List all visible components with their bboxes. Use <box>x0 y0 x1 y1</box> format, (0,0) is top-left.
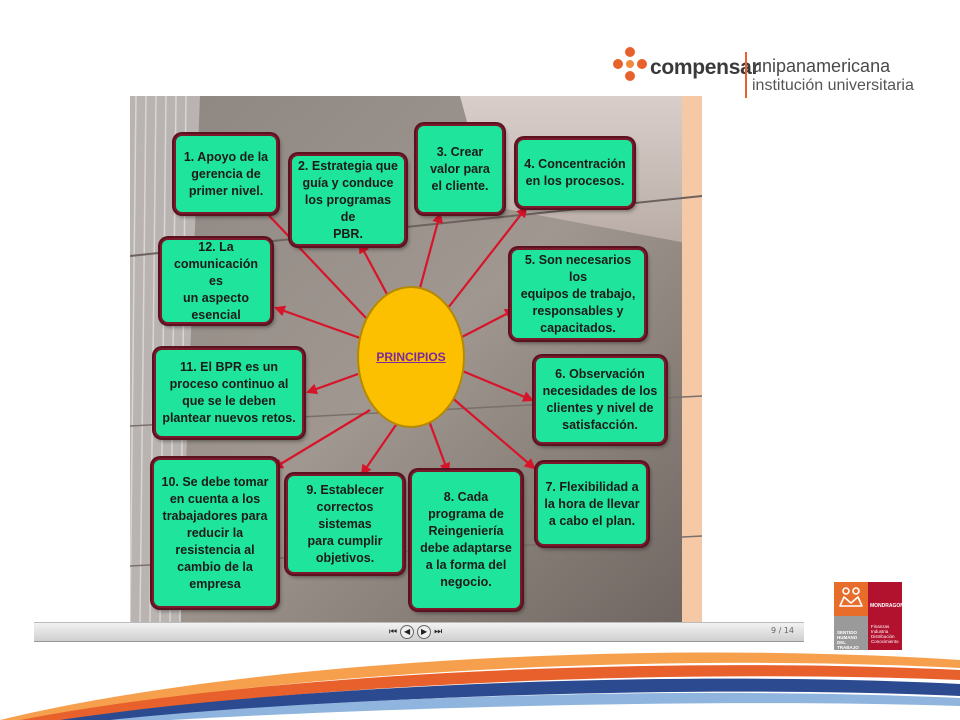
arrow-8 <box>426 417 451 475</box>
arrow-3 <box>418 211 444 289</box>
node-9: 9. Establecer correctos sistemas para cu… <box>286 474 404 574</box>
footer-swoosh <box>0 652 960 720</box>
mondragon-motto-block: SENTIDO HUMANO DEL TRABAJO <box>834 616 868 650</box>
node-2: 2. Estrategia que guía y conduce los pro… <box>290 154 406 246</box>
embedded-slide: PRINCIPIOS 1. Apoyo de la gerencia de pr… <box>130 96 702 622</box>
arrow-6 <box>459 368 535 402</box>
mondragon-emblem <box>834 582 868 616</box>
compensar-dots-icon <box>613 47 647 81</box>
logo-divider <box>745 52 747 98</box>
connector-arrows <box>258 204 536 476</box>
arrow-5 <box>459 308 516 339</box>
node-10: 10. Se debe tomar en cuenta a los trabaj… <box>152 458 278 608</box>
arrow-1 <box>258 204 367 319</box>
page-controls: ⏮ ◀ ▶ ⏭ <box>389 625 442 639</box>
institution-type: institución universitaria <box>752 77 914 94</box>
mondragon-logo: MONDRAGON SENTIDO HUMANO DEL TRABAJO Fin… <box>834 582 904 650</box>
mondragon-areas: Finanzas Industria Distribución Conocimi… <box>871 624 899 644</box>
node-1: 1. Apoyo de la gerencia de primer nivel. <box>174 134 278 214</box>
arrow-10 <box>272 409 371 470</box>
node-3: 3. Crear valor para el cliente. <box>416 124 504 214</box>
first-page-icon[interactable]: ⏮ <box>389 627 398 637</box>
center-label: PRINCIPIOS <box>376 350 446 364</box>
node-12: 12. La comunicación es un aspecto esenci… <box>160 238 272 324</box>
arrow-2 <box>358 242 389 297</box>
node-4: 4. Concentración en los procesos. <box>516 138 634 208</box>
last-page-icon[interactable]: ⏭ <box>434 627 443 637</box>
node-5: 5. Son necesarios los equipos de trabajo… <box>510 248 646 340</box>
mondragon-name-block: MONDRAGON <box>868 582 904 616</box>
node-11: 11. El BPR es un proceso continuo al que… <box>154 348 304 438</box>
viewer-toolbar: ⏮ ◀ ▶ ⏭ 9 / 14 <box>34 622 804 642</box>
node-8: 8. Cada programa de Reingeniería debe ad… <box>410 470 522 610</box>
arrow-7 <box>449 395 536 470</box>
center-node: PRINCIPIOS <box>357 286 465 428</box>
arrow-12 <box>273 305 361 340</box>
arrow-4 <box>447 206 528 309</box>
previous-page-icon[interactable]: ◀ <box>400 625 415 639</box>
arrow-9 <box>360 421 399 476</box>
compensar-logo: compensar unipanamericana institución un… <box>612 46 922 102</box>
mondragon-motto: SENTIDO HUMANO DEL TRABAJO <box>837 630 859 650</box>
mondragon-name: MONDRAGON <box>870 603 904 609</box>
next-page-icon[interactable]: ▶ <box>417 625 432 639</box>
page-indicator: 9 / 14 <box>770 626 794 635</box>
brand-name: compensar <box>650 56 760 79</box>
mondragon-areas-block: Finanzas Industria Distribución Conocimi… <box>868 616 902 650</box>
people-icon <box>839 587 863 607</box>
arrow-11 <box>305 372 359 395</box>
node-6: 6. Observación necesidades de los client… <box>534 356 666 444</box>
node-7: 7. Flexibilidad a la hora de llevar a ca… <box>536 462 648 546</box>
institution-name: unipanamericana <box>752 56 891 76</box>
